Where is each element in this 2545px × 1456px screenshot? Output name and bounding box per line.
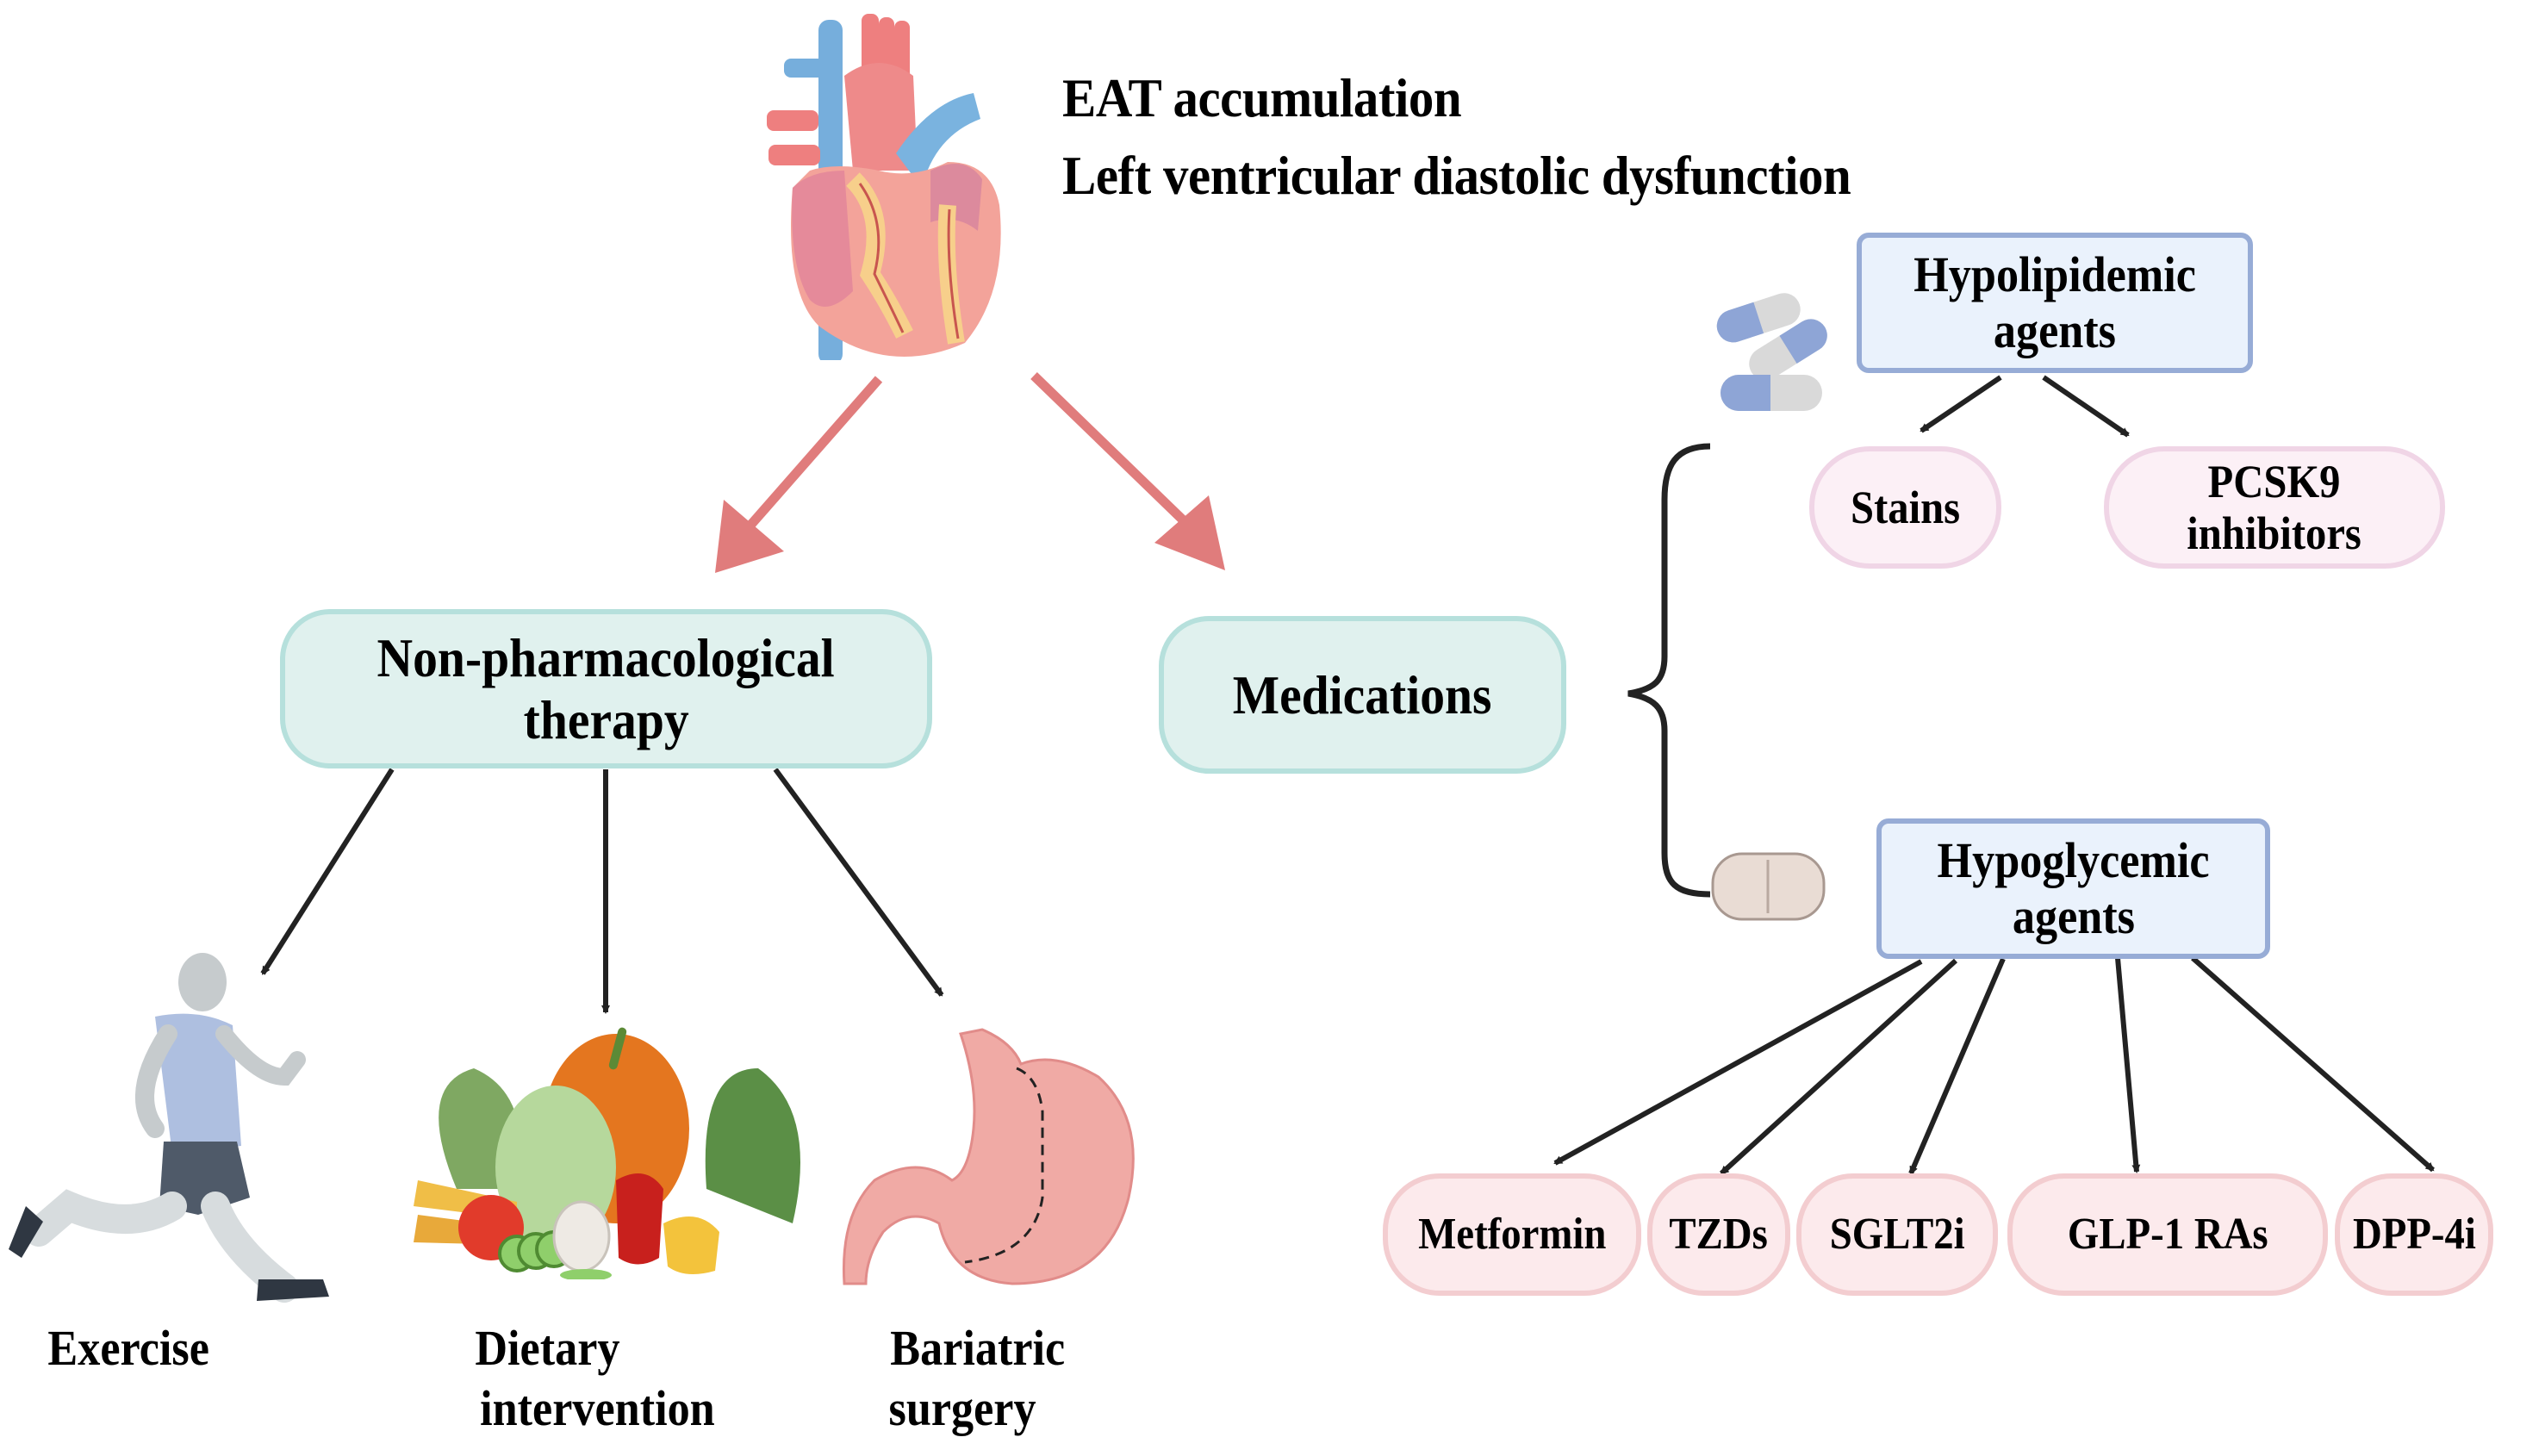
pcsk9-line-2: inhibitors (2187, 507, 2362, 559)
non-pharm-line-2: therapy (523, 688, 689, 750)
arrow-to-surgery (773, 768, 944, 997)
bariatric-line-2: surgery (888, 1379, 1036, 1436)
dietary-intervention-label: Dietary intervention (467, 1318, 728, 1438)
dpp4i-label: DPP-4i (2352, 1209, 2476, 1259)
sglt2i-box[interactable]: SGLT2i (1796, 1173, 1998, 1296)
pcsk9-inhibitors-box[interactable]: PCSK9 inhibitors (2104, 446, 2445, 569)
arrow-to-metformin (1553, 959, 1923, 1166)
medications-label: Medications (1233, 663, 1492, 725)
tablet-icon (1711, 852, 1826, 921)
arrow-to-exercise (260, 768, 395, 975)
arrow-to-tzds (1719, 958, 1958, 1176)
hypolipidemic-agents-box[interactable]: Hypolipidemic agents (1857, 233, 2253, 373)
glp1-ras-box[interactable]: GLP-1 RAs (2007, 1173, 2328, 1296)
header-line-1: EAT accumulation (1062, 67, 1462, 128)
main-arrow-medications (1030, 372, 1225, 570)
dietary-line-1: Dietary (475, 1320, 620, 1376)
hypoglycemic-line-1: Hypoglycemic (1937, 831, 2210, 888)
hypolipidemic-line-2: agents (1993, 302, 2117, 358)
medications-bracket (1627, 443, 1711, 898)
tzds-box[interactable]: TZDs (1647, 1173, 1790, 1296)
capsule-pills-icon (1716, 293, 1827, 411)
glp1-ras-label: GLP-1 RAs (2067, 1209, 2268, 1259)
metformin-box[interactable]: Metformin (1383, 1173, 1641, 1296)
non-pharmacological-therapy-box[interactable]: Non-pharmacological therapy (280, 609, 932, 768)
header-line-2: Left ventricular diastolic dysfunction (1062, 145, 1851, 206)
bariatric-line-1: Bariatric (890, 1320, 1066, 1376)
hypolipidemic-line-1: Hypolipidemic (1913, 246, 2196, 302)
arrow-to-dpp4i (2191, 955, 2435, 1173)
hypoglycemic-line-2: agents (2012, 887, 2135, 944)
dietary-line-2: intervention (480, 1379, 715, 1436)
arrow-to-pcsk9 (2042, 375, 2130, 438)
dpp4i-box[interactable]: DPP-4i (2335, 1173, 2493, 1296)
pcsk9-line-1: PCSK9 (2208, 455, 2341, 507)
arrow-to-glp1 (2115, 957, 2141, 1173)
arrow-to-stains (1920, 375, 2002, 433)
vegetables-icon (414, 1027, 800, 1279)
tzds-label: TZDs (1669, 1209, 1769, 1259)
exercise-line-1: Exercise (47, 1320, 209, 1376)
main-arrow-non-pharm (715, 376, 883, 573)
bariatric-surgery-label: Bariatric surgery (880, 1318, 1074, 1438)
medications-box[interactable]: Medications (1159, 616, 1566, 774)
runner-icon (9, 953, 329, 1303)
hypoglycemic-agents-box[interactable]: Hypoglycemic agents (1876, 818, 2270, 959)
stomach-icon (842, 1028, 1135, 1285)
metformin-label: Metformin (1417, 1209, 1607, 1259)
sglt2i-label: SGLT2i (1829, 1209, 1965, 1259)
stains-label: Stains (1851, 481, 1960, 533)
arrow-to-sglt2i (1908, 957, 2006, 1175)
exercise-label: Exercise (39, 1318, 218, 1378)
non-pharm-line-1: Non-pharmacological (376, 626, 836, 688)
stains-box[interactable]: Stains (1809, 446, 2001, 569)
heart-icon (767, 14, 1001, 360)
